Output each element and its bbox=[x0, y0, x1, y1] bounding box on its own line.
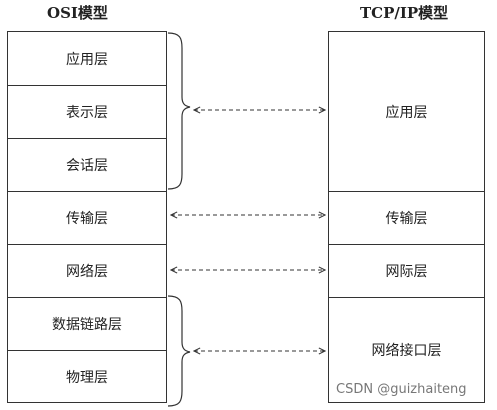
osi-layer-transport: 传输层 bbox=[8, 191, 166, 244]
tcpip-layer-internet: 网际层 bbox=[329, 244, 484, 297]
tcpip-layer-application: 应用层 bbox=[385, 104, 428, 121]
tcpip-layer-network-interface: 网络接口层 bbox=[329, 297, 484, 402]
osi-layer-network: 网络层 bbox=[8, 244, 166, 297]
osi-layer-application: 应用层 bbox=[66, 51, 108, 68]
osi-model-stack: 应用层 表示层 会话层 传输层 网络层 数据链路层 物理层 bbox=[7, 31, 167, 403]
watermark: CSDN @guizhaiteng bbox=[336, 382, 467, 397]
tcpip-model-stack: 应用层 传输层 网际层 网络接口层 bbox=[328, 31, 485, 403]
osi-layer-data-link: 数据链路层 bbox=[8, 297, 166, 350]
brace-upper-layers bbox=[167, 32, 191, 190]
osi-layer-session: 会话层 bbox=[8, 138, 166, 191]
osi-layer-physical: 物理层 bbox=[8, 350, 166, 402]
brace-lower-layers bbox=[167, 295, 191, 407]
tcpip-layer-transport: 传输层 bbox=[329, 191, 484, 244]
osi-layer-presentation: 表示层 bbox=[8, 85, 166, 138]
tcpip-model-title: TCP/IP模型 bbox=[360, 4, 449, 22]
osi-model-title: OSI模型 bbox=[47, 4, 108, 22]
